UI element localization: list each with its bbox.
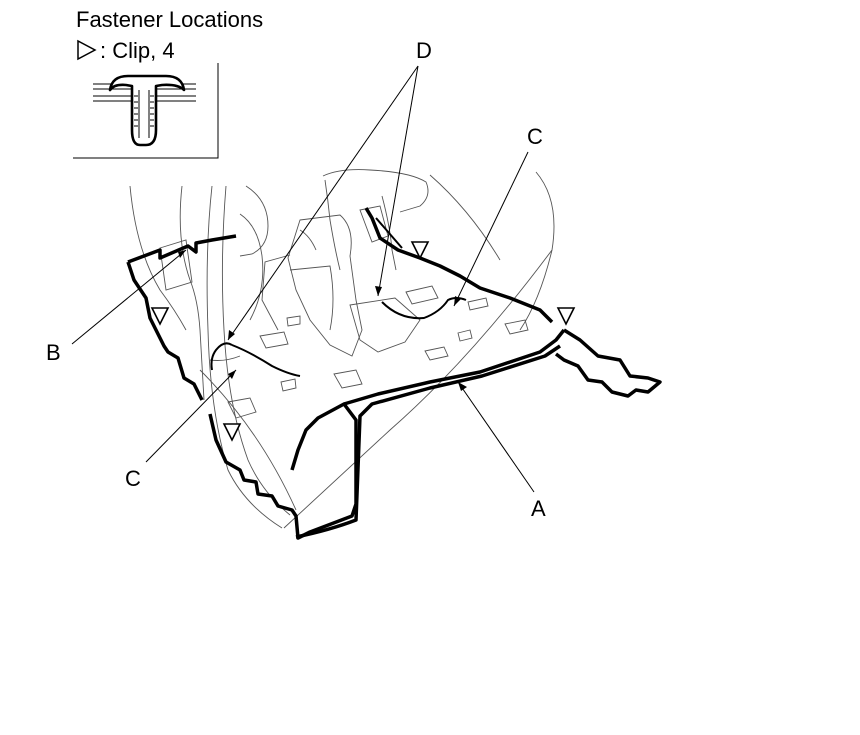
- legend-clip-text: : Clip, 4: [100, 38, 175, 63]
- callout-c-lower: C: [125, 466, 141, 491]
- vehicle-body-outline: [129, 169, 555, 529]
- clip-marker-icon: [556, 307, 576, 326]
- callout-a: A: [531, 496, 546, 521]
- callout-d: D: [416, 38, 432, 63]
- push-clip-icon: [93, 74, 196, 147]
- leader-lines: [71, 65, 535, 493]
- callout-c-upper: C: [527, 124, 543, 149]
- clip-marker-icon: [150, 307, 170, 326]
- legend-box: [73, 63, 219, 159]
- legend-title: Fastener Locations: [76, 7, 263, 32]
- callout-labels: D C B C A: [46, 38, 546, 521]
- clip-marker-icon: [222, 423, 242, 442]
- floor-carpet: [126, 207, 662, 540]
- legend: Fastener Locations : Clip, 4: [73, 7, 263, 159]
- callout-b: B: [46, 340, 61, 365]
- clip-marker-icon: [410, 241, 430, 260]
- clip-markers: [150, 241, 576, 442]
- clip-marker-icon: [77, 39, 97, 61]
